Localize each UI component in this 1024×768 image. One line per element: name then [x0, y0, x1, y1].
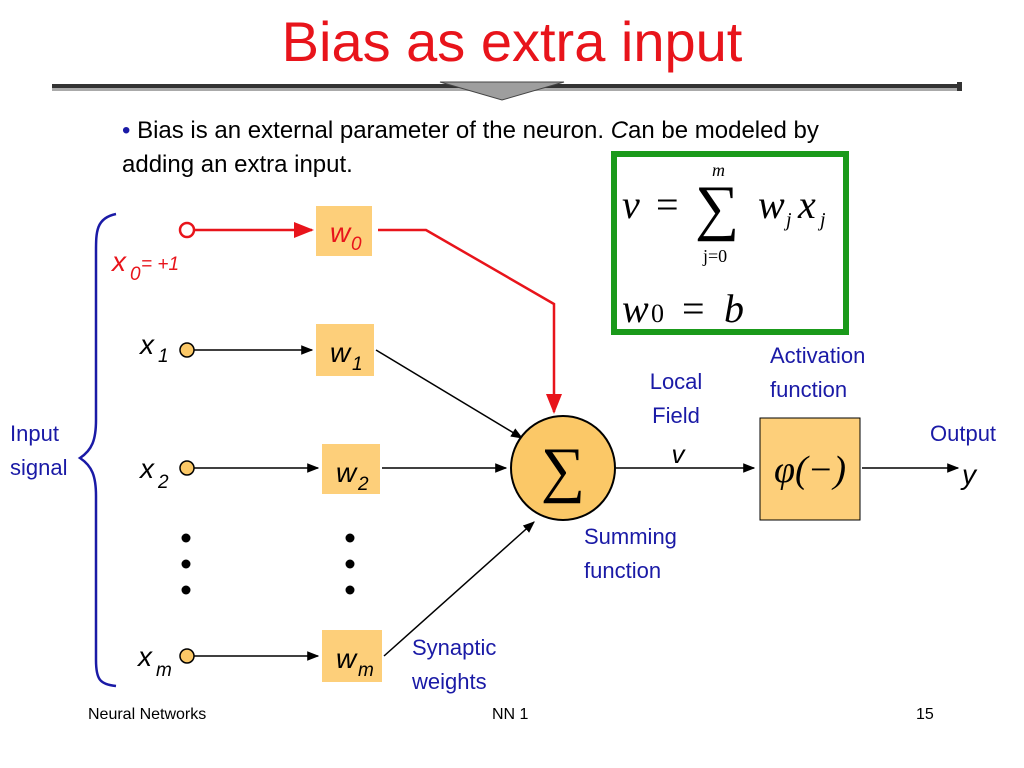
- bias-eq-sub: 0: [651, 299, 664, 328]
- synaptic-weights-label-1: Synaptic: [412, 635, 496, 660]
- bullet-paragraph: • Bias is an external parameter of the n…: [122, 114, 822, 182]
- eq-x-sub: j: [817, 209, 826, 231]
- weight-wm-var: w: [336, 643, 358, 674]
- input-node-x0: [178, 221, 196, 239]
- input-x2-sub: 2: [157, 472, 169, 493]
- synaptic-weights-label-2: weights: [411, 669, 487, 694]
- local-field-var: v: [672, 439, 687, 469]
- weight-box-w1: [316, 324, 374, 376]
- bullet-text-1: Bias is an external parameter of the neu…: [137, 117, 611, 144]
- summing-function-label-2: function: [584, 558, 661, 583]
- input-brace: [77, 212, 117, 688]
- wm-to-sum-arrow: [383, 521, 535, 657]
- weight-ellipsis: [345, 533, 355, 595]
- bias-equation: w 0 = b: [622, 286, 744, 331]
- weight-w1-var: w: [330, 337, 352, 368]
- bullet-text-2: an be modeled by adding an extra input.: [122, 117, 819, 178]
- input-x0-sub: 0: [130, 264, 141, 285]
- input-node-xm: [179, 648, 195, 664]
- local-field-label-1: Local: [650, 369, 703, 394]
- slide-title: Bias as extra input: [281, 10, 743, 73]
- eq-upper: m: [712, 160, 725, 180]
- weight-w0-sub: 0: [351, 234, 362, 255]
- bullet-dot: •: [122, 117, 131, 144]
- activation-function-label-1: Activation: [770, 343, 865, 368]
- equation-box: [611, 151, 849, 335]
- input-x1-sub: 1: [158, 346, 169, 367]
- output-label: Output: [930, 421, 996, 446]
- footer-left: Neural Networks: [88, 706, 207, 723]
- weight-w1-sub: 1: [352, 354, 363, 375]
- input-ellipsis: [181, 533, 191, 595]
- input-x2-var: x: [138, 453, 155, 484]
- bias-to-sum-arrow: [378, 228, 562, 414]
- eq-lower: j=0: [702, 246, 727, 266]
- eq-w-sub: j: [783, 209, 792, 231]
- input-x1-var: x: [138, 329, 155, 360]
- weight-w0-var: w: [330, 217, 352, 248]
- summing-node: [510, 415, 616, 521]
- sigma-icon: ∑: [541, 436, 585, 504]
- sum-equation: v = ∑ m j=0 w j x j: [622, 160, 826, 266]
- weight-box-w0: [316, 206, 372, 256]
- input-signal-label-1: Input: [10, 421, 59, 446]
- footer-center: NN 1: [492, 706, 529, 723]
- input-x0-extra: = +1: [141, 254, 179, 275]
- weight-wm-sub: m: [358, 660, 374, 681]
- activation-box: [759, 417, 861, 521]
- eq-sigma: ∑: [695, 174, 739, 242]
- input-xm-sub: m: [156, 660, 172, 681]
- eq-x: x: [797, 182, 816, 227]
- footer-page-number: 15: [916, 706, 934, 723]
- phi-icon: φ(−): [774, 449, 846, 491]
- w1-to-sum-arrow: [375, 349, 524, 439]
- bias-eq-equals: =: [682, 286, 705, 331]
- input-xm-var: x: [136, 641, 153, 672]
- eq-w: w: [758, 182, 785, 227]
- bias-eq-rhs: b: [724, 286, 744, 331]
- bullet-italic-letter: C: [610, 117, 629, 144]
- eq-equals: =: [656, 182, 679, 227]
- input-signal-label-2: signal: [10, 455, 67, 480]
- summing-function-label-1: Summing: [584, 524, 677, 549]
- weight-box-wm: [322, 630, 382, 682]
- input-x0-var: x: [110, 246, 127, 277]
- activation-function-label-2: function: [770, 377, 847, 402]
- bias-eq-w: w: [622, 286, 649, 331]
- weight-w2-var: w: [336, 457, 358, 488]
- local-field-label-2: Field: [652, 403, 700, 428]
- weight-w2-sub: 2: [357, 474, 369, 495]
- output-var: y: [960, 459, 978, 490]
- header-rule: [52, 81, 962, 101]
- weight-box-w2: [322, 444, 380, 494]
- input-node-x1: [179, 342, 195, 358]
- input-node-x2: [179, 460, 195, 476]
- eq-lhs: v: [622, 182, 640, 227]
